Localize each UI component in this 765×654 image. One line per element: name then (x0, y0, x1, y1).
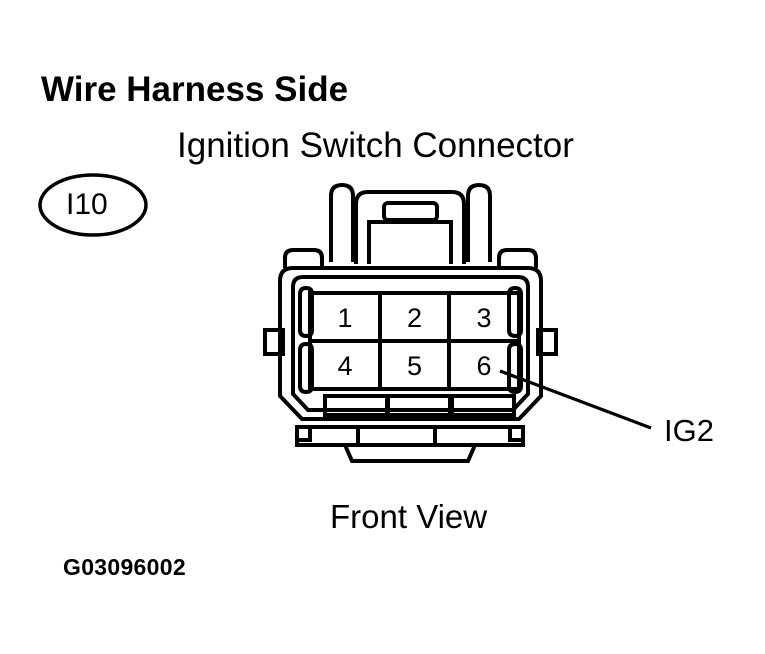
top-left-post (329, 182, 355, 262)
pin-number-4: 4 (337, 351, 353, 381)
callout-label-ig2: IG2 (664, 413, 714, 448)
latch-center-rectangle (382, 201, 439, 222)
bottom-notch-right (508, 425, 525, 442)
callout-leader-line-ig2 (499, 369, 652, 430)
side-tab-right (536, 328, 558, 356)
pin-number-1: 1 (337, 303, 353, 333)
side-tab-left (263, 328, 285, 356)
figure-code: G03096002 (63, 554, 186, 580)
shoulder-tab-left (283, 248, 324, 268)
bottom-notch-left (295, 425, 312, 442)
pin-number-3: 3 (476, 303, 492, 333)
bottom-skirt-band (295, 425, 525, 447)
top-right-post (466, 182, 492, 262)
shoulder-tab-right (497, 248, 538, 268)
page-title: Wire Harness Side (41, 70, 349, 109)
pin-number-2: 2 (406, 303, 423, 333)
bottom-slot-3 (450, 394, 516, 417)
bottom-center-tab (343, 444, 477, 463)
view-caption: Front View (330, 498, 488, 535)
latch-inner-shoulder (367, 220, 453, 264)
latch-arch-outer (354, 190, 466, 264)
bottom-slot-1 (323, 394, 389, 417)
housing-inner-wall (291, 275, 530, 412)
connector-id-label: I10 (66, 188, 108, 221)
pin-number-6: 6 (476, 351, 492, 381)
connector-name-label: Ignition Switch Connector (177, 126, 574, 165)
housing-outer-body (278, 266, 543, 421)
bottom-slot-2 (386, 394, 452, 417)
pin-number-5: 5 (406, 351, 423, 381)
